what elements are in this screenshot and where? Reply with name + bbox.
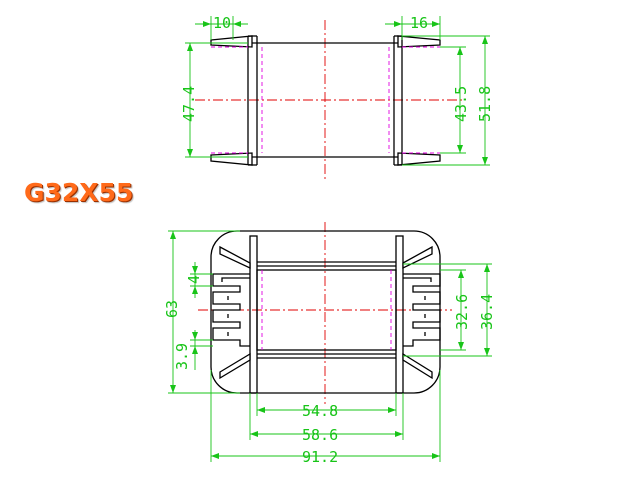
top-view-right-flange <box>393 35 441 166</box>
dim-flange-left: 10 <box>195 14 248 40</box>
dim-window-height-outer-text: 36.4 <box>478 294 496 330</box>
dim-front-height-total-text: 63 <box>163 300 181 318</box>
dim-width-total-text: 91.2 <box>302 448 338 466</box>
dim-top-height-outer: 47.4 <box>180 42 248 158</box>
dim-top-height-total-text: 51.8 <box>476 86 494 122</box>
dim-window-height-outer: 36.4 <box>403 263 496 357</box>
dim-width-total: 91.2 <box>210 370 441 466</box>
front-view-right-pins <box>403 273 441 347</box>
dim-flange-right: 16 <box>385 14 441 40</box>
front-view-top-guides <box>219 245 433 270</box>
front-view-winding-window <box>256 269 397 351</box>
dim-front-height-total: 63 <box>163 230 240 394</box>
dim-flange-right-text: 16 <box>410 14 428 32</box>
front-view: 63 4 3.9 32.6 <box>163 222 496 466</box>
top-view: 10 16 47.4 43.5 <box>180 14 494 182</box>
top-view-tube <box>252 42 398 158</box>
dim-pin-gap-text: 4 <box>185 275 203 284</box>
dim-top-height-inner-text: 43.5 <box>452 86 470 122</box>
dim-top-height-outer-text: 47.4 <box>180 86 198 122</box>
dim-width-mid-text: 58.6 <box>302 426 338 444</box>
dim-pin-gap: 4 <box>185 262 213 298</box>
model-label: G32X55 <box>24 178 134 207</box>
dim-pin-offset: 3.9 <box>173 330 213 370</box>
dim-flange-left-text: 10 <box>213 14 231 32</box>
dim-width-inner: 54.8 <box>256 393 397 420</box>
top-view-left-flange <box>210 35 258 166</box>
dim-top-height-total: 51.8 <box>402 35 494 166</box>
front-view-hidden-lines <box>261 270 392 350</box>
front-view-left-pins <box>212 273 250 347</box>
top-view-hidden-lines <box>211 46 440 154</box>
front-view-bottom-guides <box>219 352 433 380</box>
dim-width-inner-text: 54.8 <box>302 402 338 420</box>
front-view-flange-outline <box>210 230 441 394</box>
dim-pin-offset-text: 3.9 <box>173 343 191 370</box>
dim-width-mid: 58.6 <box>249 393 404 444</box>
dim-window-height-text: 32.6 <box>453 294 471 330</box>
front-view-posts <box>249 235 404 394</box>
dim-window-height: 32.6 <box>440 269 471 351</box>
dim-top-height-inner: 43.5 <box>440 46 470 154</box>
